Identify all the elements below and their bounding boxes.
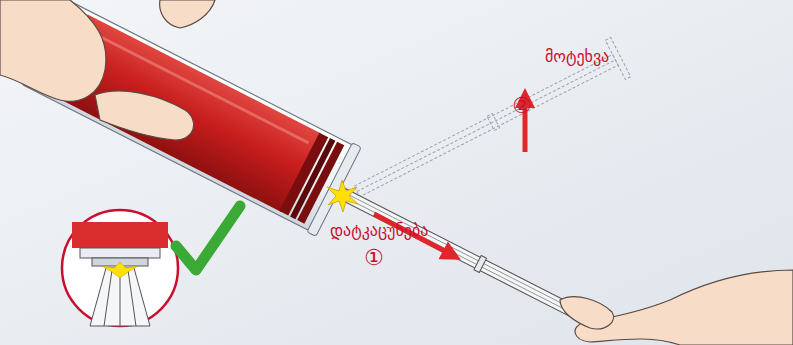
step-label: დატკაცუნება — [330, 222, 428, 240]
callout-number: ② — [512, 94, 532, 118]
callout-number: ① — [364, 246, 384, 270]
step-label: მოტეხვა — [545, 48, 609, 66]
